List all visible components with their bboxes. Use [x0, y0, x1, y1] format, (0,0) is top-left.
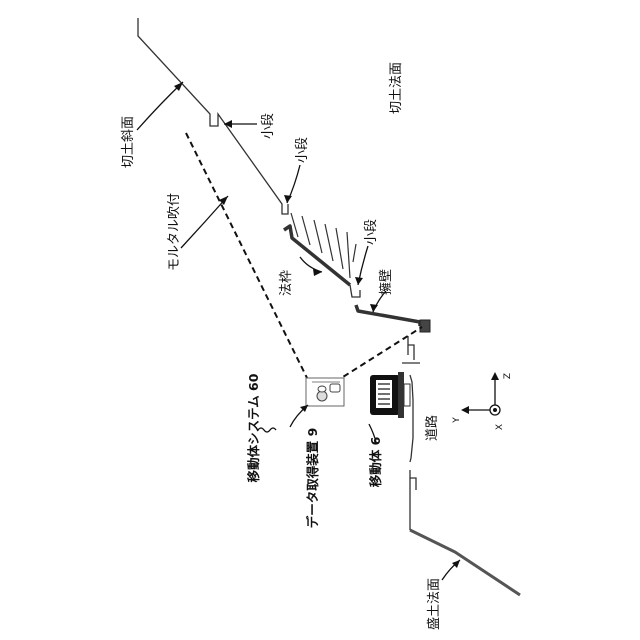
coordinate-axes	[461, 372, 500, 415]
small-step-lower	[350, 285, 360, 297]
label-slope-frame: 法枠	[279, 270, 294, 296]
label-small-step-3: 小段	[364, 219, 379, 245]
label-fill-slope: 盛土法面	[427, 578, 442, 630]
label-small-step-2: 小段	[295, 137, 310, 163]
axis-label-y: Y	[452, 417, 462, 424]
label-road: 道路	[424, 415, 440, 441]
axis-label-z: Z	[503, 373, 513, 379]
moving-body	[370, 372, 410, 418]
label-data-acquisition-device: データ取得装置 9	[305, 428, 320, 529]
retaining-wall-top	[420, 320, 430, 332]
label-cut-slope: 切土斜面	[121, 116, 136, 168]
scan-lines	[186, 133, 422, 384]
retaining-wall-line	[356, 305, 420, 326]
label-retaining-wall: 擁壁	[379, 269, 394, 295]
label-mortar-spray: モルタル吹付	[167, 193, 182, 271]
label-moving-body: 移動体 6	[368, 436, 383, 487]
road-profile	[402, 336, 420, 530]
label-small-step-1: 小段	[261, 113, 276, 139]
data-acquisition-device	[306, 378, 344, 406]
label-moving-body-system: 移動体システム 60	[246, 373, 261, 482]
axis-label-x: X	[495, 424, 505, 430]
label-cut-face: 切土法面	[389, 62, 404, 114]
